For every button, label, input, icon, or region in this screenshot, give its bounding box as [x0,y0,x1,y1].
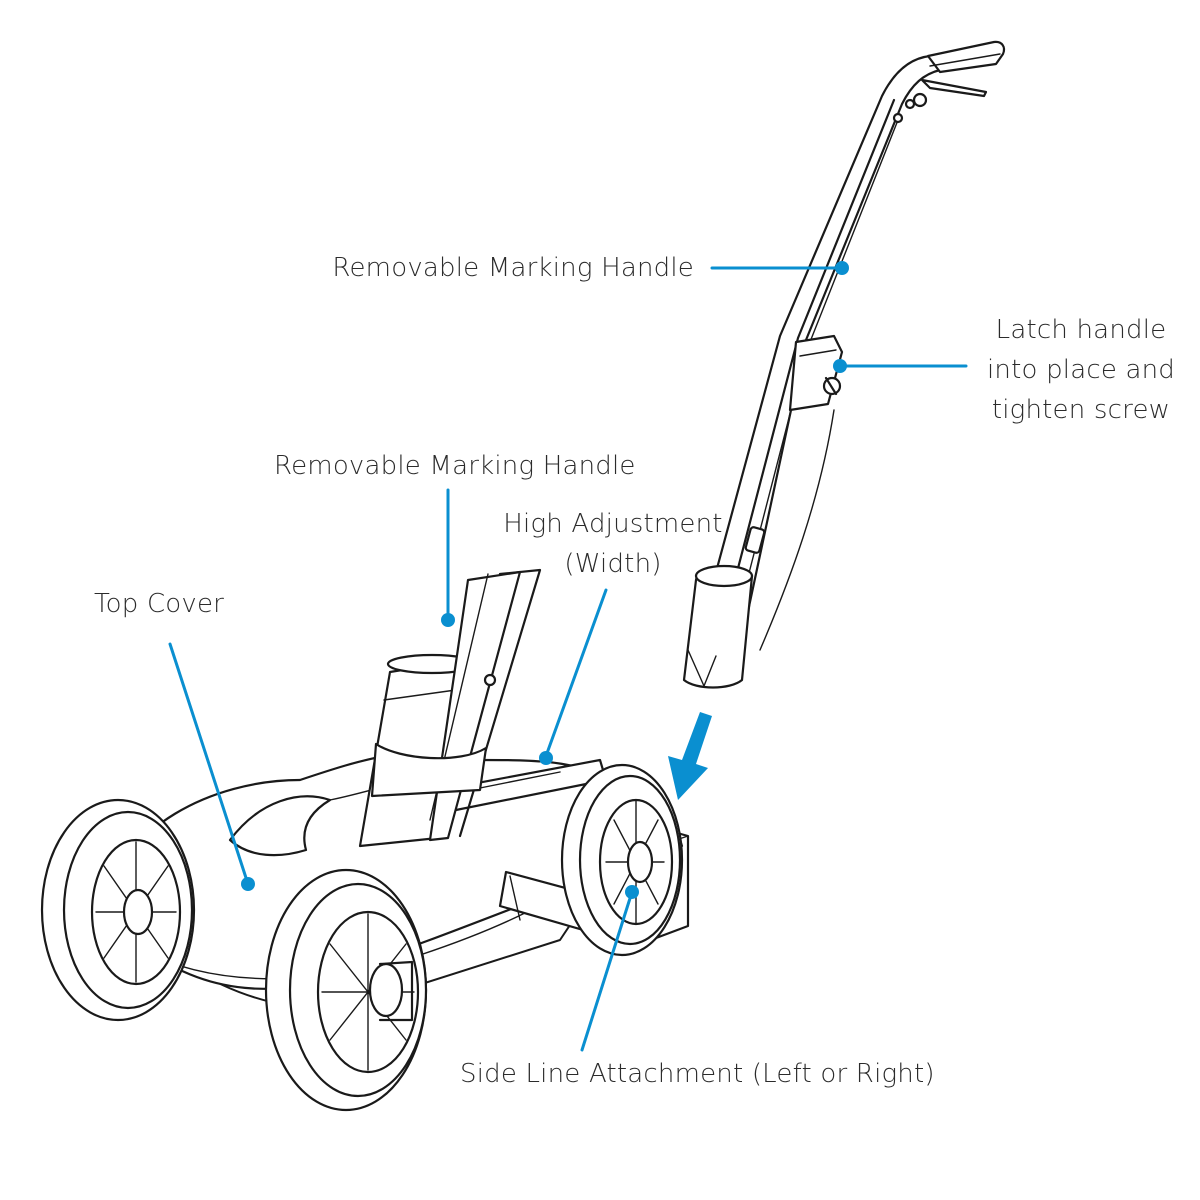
callout-high-adjustment [539,588,608,765]
callout-latch [833,359,968,373]
callout-handle-mid [441,488,455,627]
label-side-line-attachment: Side Line Attachment (Left or Right) [460,1059,935,1089]
front-right-wheel-drawing [264,868,428,1112]
callout-handle-top [710,261,849,275]
removable-handle-drawing [682,40,1006,689]
label-top-cover: Top Cover [94,589,225,619]
front-left-wheel-drawing [40,798,196,1022]
callout-side-line [580,885,639,1052]
label-latch-handle: Latch handle into place and tighten scre… [987,315,1175,425]
label-removable-marking-handle-mid: Removable Marking Handle [274,451,636,481]
insert-arrow [668,712,712,800]
label-high-adjustment: High Adjustment (Width) [503,509,723,579]
label-removable-marking-handle-top: Removable Marking Handle [332,253,694,283]
rear-right-wheel-drawing [560,763,684,957]
callout-top-cover [168,642,255,891]
cart-body-drawing [108,568,690,1011]
